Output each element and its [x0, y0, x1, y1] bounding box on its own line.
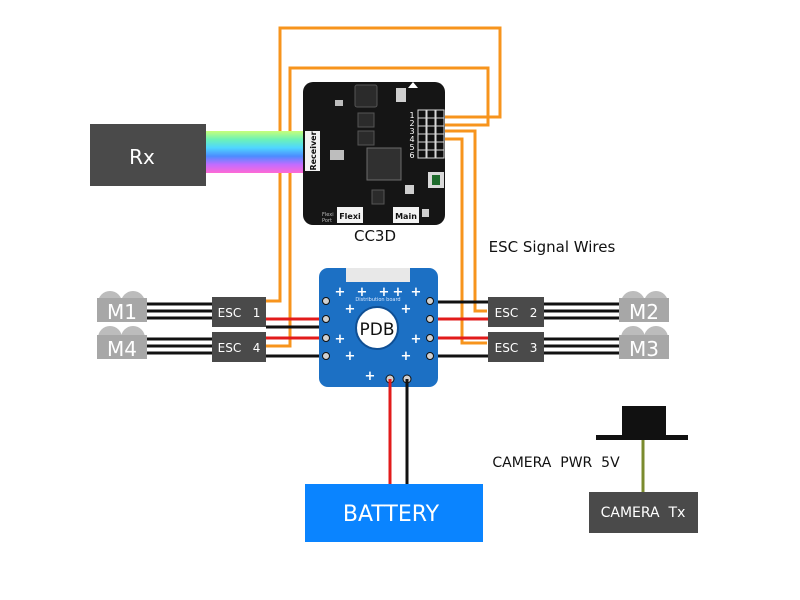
camera-icon	[596, 406, 688, 440]
cc3d-label: CC3D	[354, 227, 396, 245]
flexi-small-label: Flexi	[322, 212, 334, 218]
pdb-plus: +	[401, 302, 412, 317]
receiver-port	[305, 131, 320, 171]
pdb-plus: +	[335, 285, 346, 300]
pdb-plus: +	[345, 302, 356, 317]
main-port-label: Main	[395, 212, 417, 221]
esc-2: ESC 2	[488, 297, 544, 327]
rx-box	[90, 124, 206, 186]
flexi-port	[337, 207, 363, 223]
component	[335, 100, 343, 106]
battery-box	[305, 484, 483, 542]
pin-header	[417, 109, 445, 159]
motor-m3-label: M3	[629, 337, 659, 361]
pdb-plus: +	[365, 369, 376, 384]
pin-number: 3	[409, 127, 414, 136]
pin-number: 2	[409, 119, 414, 128]
esc-4-label: ESC 4	[218, 341, 261, 355]
main-port	[393, 207, 419, 223]
arrow-icon	[408, 82, 418, 88]
pdb-small-label: Distribution board	[355, 297, 400, 303]
rx-label: Rx	[129, 145, 155, 169]
pin-number: 5	[409, 143, 414, 152]
mcu-chip	[366, 147, 402, 181]
esc-signal-wires	[245, 26, 502, 348]
esc-1-label: ESC 1	[218, 306, 261, 320]
pdb-plus: +	[335, 332, 346, 347]
motor-m4-label: M4	[107, 337, 137, 361]
component	[405, 185, 414, 194]
esc-3-label: ESC 3	[495, 341, 538, 355]
pin-number: 1	[409, 111, 414, 120]
esc-1: ESC 1	[212, 297, 266, 327]
esc-signal-wires-label: ESC Signal Wires	[489, 238, 616, 256]
pin-number: 6	[409, 151, 414, 160]
receiver-cable	[206, 131, 306, 173]
chip	[354, 84, 378, 108]
component	[396, 88, 406, 102]
motor-m1: M1	[97, 291, 147, 324]
pdb-plus: +	[411, 285, 422, 300]
flexi-small-label: Port	[322, 218, 332, 224]
pdb-plus: +	[393, 285, 404, 300]
motor-m1-label: M1	[107, 300, 137, 324]
pdb-plus: +	[357, 285, 368, 300]
component	[422, 209, 429, 217]
camera-pwr-label: CAMERA PWR 5V	[492, 455, 620, 471]
component	[330, 150, 344, 160]
camera-tx-label: CAMERA Tx	[601, 505, 686, 521]
chip	[357, 112, 375, 128]
pdb-plus: +	[345, 349, 356, 364]
pin-number: 4	[409, 135, 414, 144]
esc-4: ESC 4	[212, 332, 266, 362]
chip	[371, 189, 385, 205]
pdb-label: PDB	[359, 320, 394, 340]
cc3d-board: Receiver 1 2 3 4 5 6 Flexi Main	[303, 82, 445, 225]
camera-tx-box	[589, 492, 698, 533]
pdb-plus: +	[411, 332, 422, 347]
receiver-port-label: Receiver	[309, 131, 318, 170]
motor-m4: M4	[97, 326, 147, 361]
pdb-plus: +	[379, 285, 390, 300]
pdb-plus: +	[401, 349, 412, 364]
connector	[432, 175, 440, 185]
pdb-center	[355, 306, 399, 350]
pdb-board: PDB Distribution board + + + + + + + + +…	[319, 268, 438, 387]
flexi-port-label: Flexi	[339, 212, 361, 221]
esc-3: ESC 3	[488, 332, 544, 362]
motor-m3: M3	[619, 326, 669, 361]
pdb-connector	[346, 268, 410, 282]
motor-m2-label: M2	[629, 300, 659, 324]
esc-2-label: ESC 2	[495, 306, 538, 320]
battery-label: BATTERY	[343, 502, 440, 527]
chip	[357, 130, 375, 146]
motor-m2: M2	[619, 291, 669, 324]
